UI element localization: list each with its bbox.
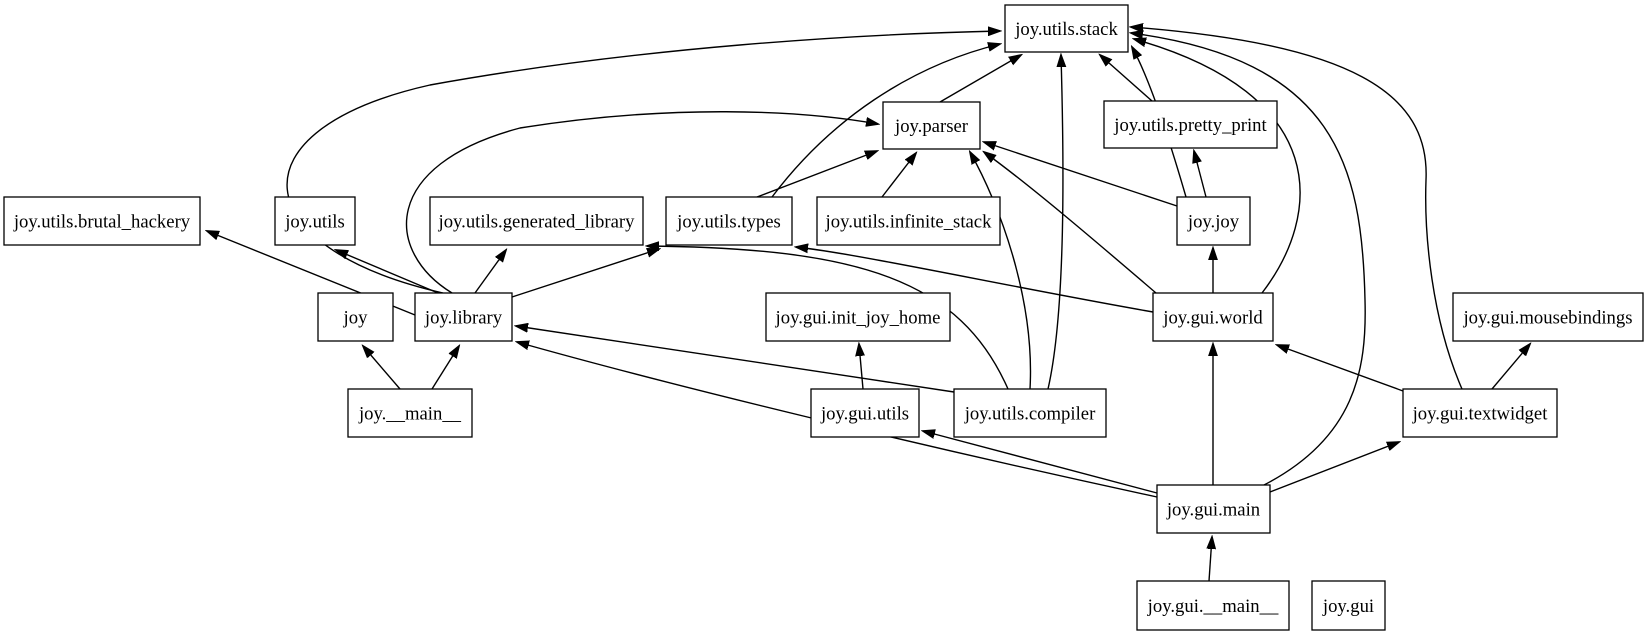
edge-joy-joy-to-joy-parser — [984, 142, 1178, 207]
node-box-joy-utils-infinite-stack — [816, 196, 1001, 246]
node-joy-gui-init-joy-home: joy.gui.init_joy_home — [765, 292, 951, 342]
node-box-joy-gui-world — [1152, 292, 1274, 342]
node-box-joy-utils-pretty-print — [1103, 100, 1278, 149]
node-box-joy-utils-stack — [1004, 4, 1129, 53]
node-box-joy-gui-textwidget — [1402, 388, 1558, 438]
node-label-joy-utils-infinite-stack: joy.utils.infinite_stack — [825, 212, 993, 233]
node-joy-parser: joy.parser — [882, 101, 981, 150]
node-label-joy-utils-brutal-hackery: joy.utils.brutal_hackery — [13, 212, 191, 233]
node-box-joy-gui-mousebindings — [1452, 292, 1644, 342]
node-box-joy-utils — [274, 196, 356, 246]
node-joy-gui-world: joy.gui.world — [1152, 292, 1274, 342]
edge-joy-gui-textwidget-to-joy-gui-world — [1277, 345, 1404, 392]
node-label-joy-joy: joy.joy — [1187, 212, 1240, 233]
node-joy-library: joy.library — [414, 292, 513, 342]
node-joy-gui: joy.gui — [1311, 580, 1386, 631]
edge-joy-utils-compiler-to-joy-utils-generated-library — [647, 246, 1009, 390]
edge-joy-utils-compiler-to-joy-parser — [970, 152, 1032, 390]
node-joy-utils-infinite-stack: joy.utils.infinite_stack — [816, 196, 1001, 246]
node-box-joy-joy — [1176, 196, 1251, 246]
edge-joy-gui-world-to-joy-parser — [984, 152, 1157, 294]
edge-joy-library-to-joy-utils-types — [511, 249, 659, 298]
edge-joy-gui-main-to-joy-utils-stack — [1131, 33, 1366, 486]
node-joy-gui-utils: joy.gui.utils — [810, 388, 920, 438]
edge-joy-utils-compiler-to-joy-library — [516, 326, 955, 393]
node-label-joy-utils-stack: joy.utils.stack — [1014, 19, 1118, 40]
edge-joy-main-to-joy-library — [431, 346, 459, 390]
node-box-joy-gui-init-joy-home — [765, 292, 951, 342]
edge-joy-gui-main-to-joy-gui-textwidget — [1269, 442, 1399, 493]
node-box-joy-gui-utils — [810, 388, 920, 438]
node-joy-gui-mousebindings: joy.gui.mousebindings — [1452, 292, 1644, 342]
node-label-joy: joy — [343, 308, 369, 329]
nodes-layer: joy.utils.stack joy.parser joy.utils.prett… — [3, 4, 1644, 631]
node-joy-utils-pretty-print: joy.utils.pretty_print — [1103, 100, 1278, 149]
node-label-joy-utils-compiler: joy.utils.compiler — [964, 404, 1096, 425]
node-label-joy-gui: joy.gui — [1322, 596, 1374, 617]
edge-joy-utils-infinite-stack-to-joy-parser — [881, 153, 916, 198]
node-label-joy-utils-types: joy.utils.types — [676, 212, 781, 233]
node-box-joy-utils-brutal-hackery — [3, 196, 201, 246]
node-joy-gui-main: joy.gui.main — [1156, 484, 1271, 534]
node-label-joy-utils-generated-library: joy.utils.generated_library — [438, 212, 636, 233]
edges-layer — [207, 27, 1530, 582]
node-label-joy-utils-pretty-print: joy.utils.pretty_print — [1113, 115, 1267, 136]
edge-joy-gui-textwidget-to-joy-utils-stack — [1131, 27, 1463, 390]
node-box-joy-gui — [1311, 580, 1386, 631]
node-joy-utils-stack: joy.utils.stack — [1004, 4, 1129, 53]
node-joy-utils-generated-library: joy.utils.generated_library — [429, 196, 644, 246]
node-joy-utils: joy.utils — [274, 196, 356, 246]
edge-joy-main-to-joy — [363, 346, 401, 390]
node-label-joy-utils: joy.utils — [284, 212, 345, 233]
edge-joy-utils-compiler-to-joy-utils-stack — [1047, 55, 1063, 390]
node-box-joy — [317, 292, 394, 342]
node-label-joy-library: joy.library — [424, 308, 503, 329]
node-joy-utils-compiler: joy.utils.compiler — [953, 388, 1107, 438]
node-box-joy-library — [414, 292, 513, 342]
node-label-joy-gui-textwidget: joy.gui.textwidget — [1412, 404, 1549, 425]
node-box-joy-parser — [882, 101, 981, 150]
edge-joy-gui-main-main-to-joy-gui-main — [1209, 537, 1212, 582]
node-box-joy-utils-generated-library — [429, 196, 644, 246]
edge-joy-library-to-joy-parser — [405, 111, 878, 294]
edge-joy-gui-utils-to-joy-gui-init-joy-home — [859, 344, 863, 390]
edge-joy-utils-types-to-joy-utils-stack — [771, 44, 1000, 198]
edge-joy-utils-types-to-joy-parser — [756, 151, 877, 198]
edge-joy-gui-main-to-joy-gui-utils — [923, 431, 1158, 494]
node-box-joy-gui-main — [1156, 484, 1271, 534]
edge-joy-utils-pretty-print-to-joy-utils-stack — [1100, 55, 1153, 102]
node-box-joy-main — [347, 388, 473, 438]
node-joy-utils-brutal-hackery: joy.utils.brutal_hackery — [3, 196, 201, 246]
node-label-joy-main: joy.__main__ — [358, 404, 462, 425]
edge-joy-library-to-joy-utils — [336, 250, 439, 294]
node-label-joy-gui-utils: joy.gui.utils — [820, 404, 909, 425]
node-label-joy-parser: joy.parser — [894, 116, 969, 137]
node-joy-gui-textwidget: joy.gui.textwidget — [1402, 388, 1558, 438]
node-joy-main: joy.__main__ — [347, 388, 473, 438]
node-label-joy-gui-mousebindings: joy.gui.mousebindings — [1462, 308, 1632, 329]
node-joy-utils-types: joy.utils.types — [665, 196, 793, 246]
edge-joy-gui-world-to-joy-utils-stack — [1134, 39, 1301, 294]
edge-joy-parser-to-joy-utils-stack — [939, 55, 1021, 103]
node-joy: joy — [317, 292, 394, 342]
edge-joy-gui-textwidget-to-joy-gui-mousebindings — [1491, 344, 1530, 390]
node-box-joy-utils-compiler — [953, 388, 1107, 438]
node-label-joy-gui-main: joy.gui.main — [1166, 500, 1261, 521]
edge-joy-library-to-joy-utils-generated-library — [474, 250, 506, 294]
node-box-joy-gui-main-main — [1136, 580, 1290, 631]
edge-joy-joy-to-joy-utils-pretty-print — [1194, 151, 1207, 198]
node-label-joy-gui-main-main: joy.gui.__main__ — [1147, 596, 1279, 617]
node-label-joy-gui-init-joy-home: joy.gui.init_joy_home — [775, 308, 941, 329]
node-box-joy-utils-types — [665, 196, 793, 246]
edge-joy-gui-world-to-joy-utils-types — [796, 247, 1154, 313]
node-joy-gui-main-main: joy.gui.__main__ — [1136, 580, 1290, 631]
node-label-joy-gui-world: joy.gui.world — [1162, 308, 1263, 329]
node-joy-joy: joy.joy — [1176, 196, 1251, 246]
